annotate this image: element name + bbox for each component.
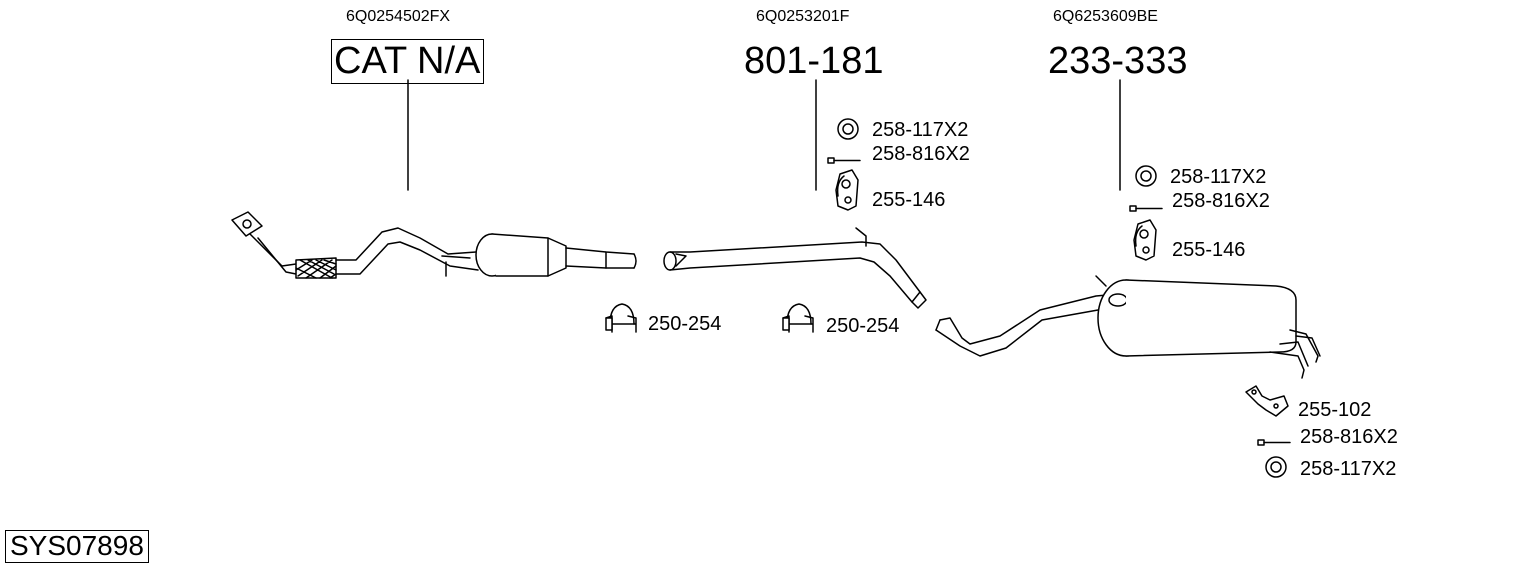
bolt-258-816X2-icon (827, 157, 861, 164)
system-code: SYS07898 (5, 530, 149, 563)
ring-label: 258-117X2 (1170, 166, 1267, 188)
part-number: 233-333 (1048, 40, 1188, 82)
hanger-255-146-icon (835, 169, 859, 211)
catalytic-converter-pipe (231, 211, 637, 279)
oem-number: 6Q0254502FX (346, 8, 451, 25)
ring-label: 258-117X2 (1300, 458, 1397, 480)
bolt-258-816X2-icon (1257, 439, 1291, 446)
ring-258-117X2-icon (1265, 456, 1287, 478)
ring-258-117X2-icon (1135, 165, 1157, 187)
ring-label: 258-117X2 (872, 119, 969, 141)
clamp-250-254-icon (605, 303, 637, 333)
hanger-label: 255-146 (1172, 239, 1246, 261)
middle-pipe (663, 227, 927, 309)
hanger-255-146-icon (1133, 219, 1157, 261)
bolt-label: 258-816X2 (1300, 426, 1398, 448)
bracket-255-102-icon (1245, 385, 1289, 417)
part-number: 801-181 (744, 40, 884, 82)
clamp-label: 250-254 (648, 313, 722, 335)
rear-silencer (935, 275, 1321, 379)
bracket-label: 255-102 (1298, 399, 1372, 421)
clamp-250-254-icon (782, 303, 814, 333)
bolt-label: 258-816X2 (872, 143, 970, 165)
oem-number: 6Q0253201F (756, 8, 850, 25)
ring-258-117X2-icon (837, 118, 859, 140)
part-number-box: CAT N/A (331, 39, 485, 84)
oem-number: 6Q6253609BE (1053, 8, 1158, 25)
bolt-258-816X2-icon (1129, 205, 1163, 212)
clamp-label: 250-254 (826, 315, 900, 337)
hanger-label: 255-146 (872, 189, 946, 211)
bolt-label: 258-816X2 (1172, 190, 1270, 212)
